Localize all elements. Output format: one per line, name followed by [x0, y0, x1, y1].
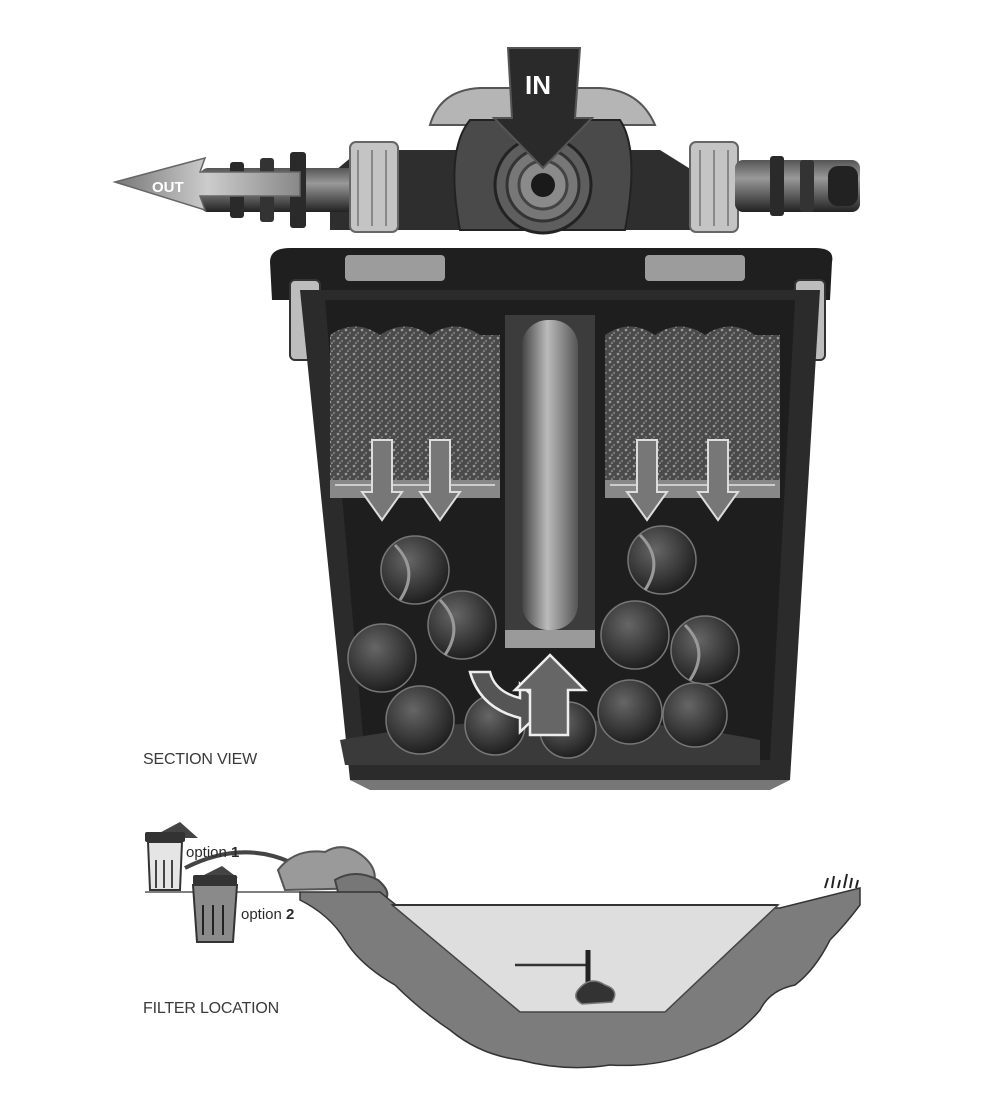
uv-tube — [505, 315, 595, 648]
pond-pump — [515, 950, 616, 1005]
down-arrow-3 — [625, 439, 669, 522]
in-label: IN — [525, 70, 551, 100]
down-arrow-4 — [696, 439, 740, 522]
foam-left — [330, 326, 500, 480]
out-arrow — [112, 156, 301, 212]
option-1-number: 1 — [231, 844, 240, 861]
filter-option-2 — [191, 866, 239, 943]
filter-location-caption: FILTER LOCATION — [143, 1000, 279, 1017]
down-arrow-1 — [360, 439, 404, 522]
section-view-caption: SECTION VIEW — [143, 751, 258, 768]
right-pipe — [689, 141, 860, 233]
option-2-number: 2 — [286, 906, 295, 923]
option-1-label: option 1 — [186, 844, 239, 861]
in-arrow — [491, 47, 595, 170]
out-label: OUT — [152, 179, 184, 196]
pond-water — [389, 904, 780, 1013]
option-1-word: option — [186, 844, 227, 861]
option-2-word: option — [241, 906, 282, 923]
inlet-port — [493, 135, 593, 235]
foam-right — [605, 326, 780, 480]
u-turn-arrow — [468, 653, 589, 737]
return-hose — [184, 850, 291, 870]
filter-option-1 — [145, 822, 198, 891]
option-2-label: option 2 — [241, 906, 294, 923]
tray-left — [330, 480, 500, 498]
bio-balls — [347, 525, 740, 759]
down-arrow-2 — [418, 439, 462, 522]
grass-tuft — [824, 873, 859, 889]
